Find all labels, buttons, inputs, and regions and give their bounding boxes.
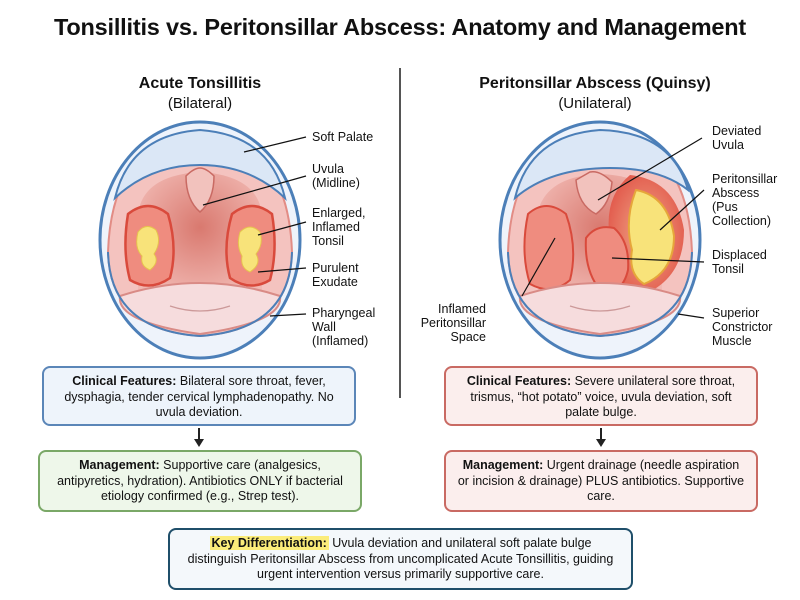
right-heading-block: Peritonsillar Abscess (Quinsy) (Unilater… — [445, 74, 745, 114]
label-purulent-exudate: Purulent Exudate — [312, 261, 359, 289]
right-subheading: (Unilateral) — [558, 95, 632, 112]
right-normal-tonsil — [523, 205, 575, 291]
right-management-label: Management: — [462, 458, 544, 472]
right-displaced-tonsil — [584, 226, 630, 292]
left-arrow-shaft — [198, 428, 200, 440]
label-inflamed-tonsil: Enlarged, Inflamed Tonsil — [312, 206, 366, 248]
right-arrow-head — [596, 439, 606, 447]
right-soft-palate — [513, 128, 690, 201]
label-displaced-tonsil: Displaced Tonsil — [712, 248, 767, 276]
right-clinical-features-box: Clinical Features: Severe unilateral sor… — [444, 366, 758, 426]
left-management-box: Management: Supportive care (analgesics,… — [38, 450, 362, 512]
left-heading: Acute Tonsillitis — [138, 75, 262, 92]
label-uvula-midline: Uvula (Midline) — [312, 162, 360, 190]
left-exudate-1 — [136, 226, 160, 271]
label-deviated-uvula: Deviated Uvula — [712, 124, 762, 152]
left-arrow-head — [194, 439, 204, 447]
right-leader-lines — [521, 137, 705, 319]
page-title: Tonsillitis vs. Peritonsillar Abscess: A… — [53, 14, 747, 40]
key-differentiation-box: Key Differentiation: Uvula deviation and… — [168, 528, 633, 590]
left-management-text: Supportive care (analgesics, antipyretic… — [57, 458, 343, 503]
left-clinical-features-box: Clinical Features: Bilateral sore throat… — [42, 366, 356, 426]
column-divider — [399, 68, 401, 398]
right-heading: Peritonsillar Abscess (Quinsy) — [479, 75, 711, 92]
right-management-text: Urgent drainage (needle aspiration or in… — [457, 458, 745, 503]
right-mouth-diagram — [498, 120, 702, 360]
right-arrow-shaft — [600, 428, 602, 440]
left-mouth-diagram — [98, 120, 302, 360]
left-features-text: Bilateral sore throat, fever, dysphagia,… — [64, 374, 334, 419]
label-soft-palate: Soft Palate — [312, 130, 374, 144]
key-differentiation-label: Key Differentiation: — [209, 536, 329, 550]
left-features-label: Clinical Features: — [72, 374, 177, 388]
right-uvula — [575, 170, 613, 215]
left-subheading: (Bilateral) — [167, 95, 233, 112]
label-peritonsillar-abscess: Peritonsillar Abscess (Pus Collection) — [712, 172, 778, 228]
left-exudate-2 — [237, 226, 262, 273]
right-features-text: Severe unilateral sore throat, trismus, … — [470, 374, 736, 419]
left-leader-lines — [202, 136, 307, 317]
left-management-label: Management: — [79, 458, 160, 472]
key-differentiation-text: Uvula deviation and unilateral soft pala… — [187, 536, 614, 581]
left-uvula — [185, 167, 215, 213]
right-features-label: Clinical Features: — [466, 374, 572, 388]
left-heading-block: Acute Tonsillitis (Bilateral) — [50, 74, 350, 114]
label-pharyngeal-wall: Pharyngeal Wall (Inflamed) — [312, 306, 376, 348]
left-soft-palate — [113, 128, 287, 202]
label-peritonsillar-space: Inflamed Peritonsillar Space — [420, 302, 486, 344]
label-constrictor-muscle: Superior Constrictor Muscle — [712, 306, 773, 348]
right-management-box: Management: Urgent drainage (needle aspi… — [444, 450, 758, 512]
